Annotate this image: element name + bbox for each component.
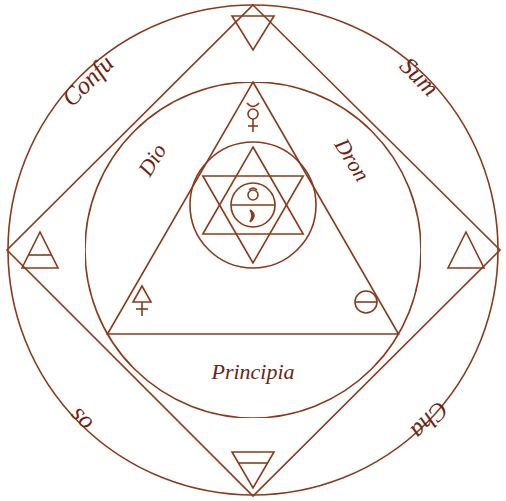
inscription: Sum: [396, 52, 444, 100]
fire-symbol: [448, 232, 484, 268]
hexagram-up: [203, 147, 303, 234]
center-moon: [250, 210, 254, 222]
inscription: Dio: [134, 140, 170, 180]
inscription: Cha: [406, 396, 453, 443]
inscription: Confu: [58, 50, 119, 111]
sulfur-symbol: [133, 286, 151, 316]
diamond: [7, 5, 500, 496]
circle-line: [8, 5, 498, 495]
salt-symbol: [355, 291, 377, 313]
circle-region: Dio DronPrincipia: [85, 82, 421, 418]
mercury-symbol: [247, 103, 259, 132]
center-line: [231, 204, 275, 206]
triangle: [108, 82, 399, 334]
earth-symbol-bar: [239, 462, 267, 464]
circle-line: [85, 82, 421, 418]
center-horns: [249, 188, 257, 190]
hexagram-down: [203, 176, 303, 263]
water-symbol: [232, 16, 274, 50]
center-orb: [248, 190, 258, 200]
hexagram-circle: [190, 142, 316, 268]
air-symbol: [22, 232, 58, 268]
inscription: os: [63, 403, 96, 436]
center-circle: [231, 183, 275, 227]
inscription: Principia: [211, 361, 294, 383]
inscription: Dron: [331, 135, 374, 185]
air-symbol-bar: [29, 254, 51, 256]
earth-symbol: [232, 452, 274, 488]
